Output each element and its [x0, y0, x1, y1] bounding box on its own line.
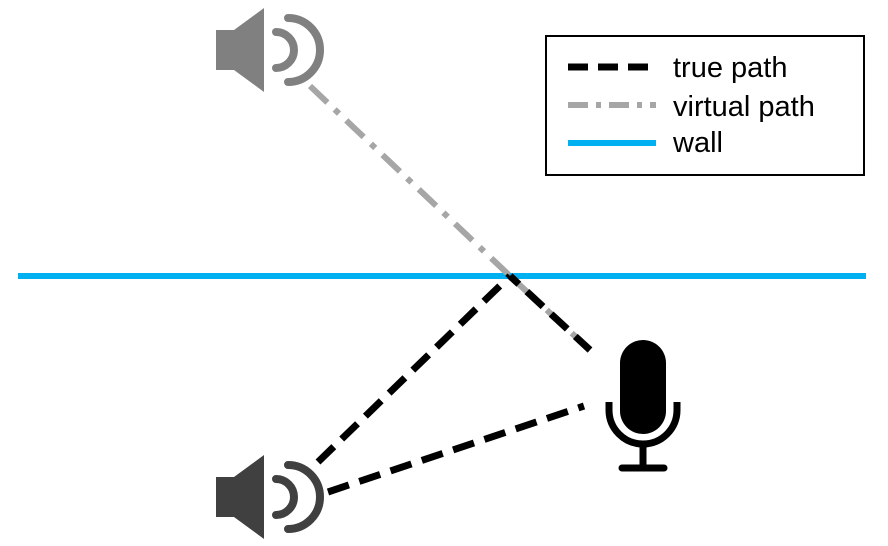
true-path-reflected-in: [315, 273, 513, 465]
legend-item-wall: wall: [568, 127, 723, 159]
legend-item-true-path: true path: [568, 52, 787, 84]
true-path: [315, 273, 593, 496]
virtual-path-segment: [507, 273, 593, 353]
legend-item-virtual-path: virtual path: [568, 91, 815, 123]
true-path-direct: [326, 402, 586, 496]
real-speaker-icon: [216, 455, 324, 539]
virtual-path-segment: [307, 83, 513, 279]
virtual-speaker-icon: [216, 8, 324, 92]
legend-label-wall: wall: [672, 127, 723, 159]
wall: [18, 266, 866, 279]
legend-label-virtual-path: virtual path: [673, 91, 815, 123]
microphone-icon: [605, 340, 681, 472]
virtual-path: [307, 83, 593, 353]
legend-label-true-path: true path: [673, 52, 787, 84]
legend: true path virtual path wall: [545, 35, 865, 176]
true-path-reflected-out: [507, 273, 593, 353]
